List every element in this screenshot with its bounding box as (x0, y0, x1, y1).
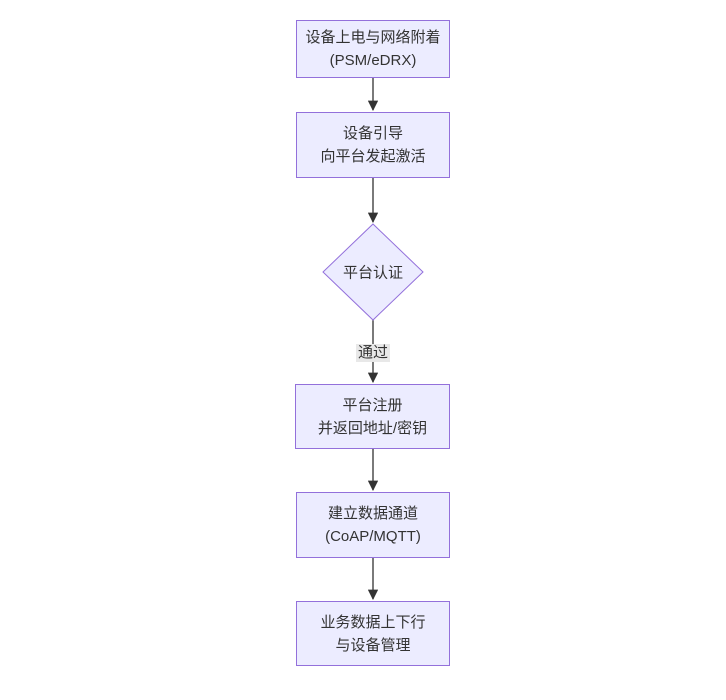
node-line: (PSM/eDRX) (329, 52, 417, 69)
node-business-data: 业务数据上下行 与设备管理 (296, 601, 450, 666)
node-device-bootstrap: 设备引导 向平台发起激活 (296, 112, 450, 178)
node-line: 建立数据通道 (327, 505, 418, 522)
node-line: 与设备管理 (335, 636, 411, 654)
decision-diamond-shape (322, 223, 424, 321)
node-platform-register: 平台注册 并返回地址/密钥 (295, 384, 450, 449)
node-line: 向平台发起激活 (320, 148, 426, 165)
node-line: 并返回地址/密钥 (317, 419, 428, 437)
node-power-network-attach: 设备上电与网络附着 (PSM/eDRX) (296, 20, 450, 78)
node-line: (CoAP/MQTT) (325, 528, 421, 545)
node-line: 业务数据上下行 (320, 613, 426, 631)
node-data-channel: 建立数据通道 (CoAP/MQTT) (296, 492, 450, 558)
node-line: 设备引导 (342, 125, 403, 142)
node-line: 设备上电与网络附着 (305, 29, 441, 46)
decision-platform-auth-label: 平台认证 (342, 264, 404, 282)
node-line: 平台注册 (342, 396, 403, 414)
edge-label-pass: 通过 (355, 344, 391, 362)
